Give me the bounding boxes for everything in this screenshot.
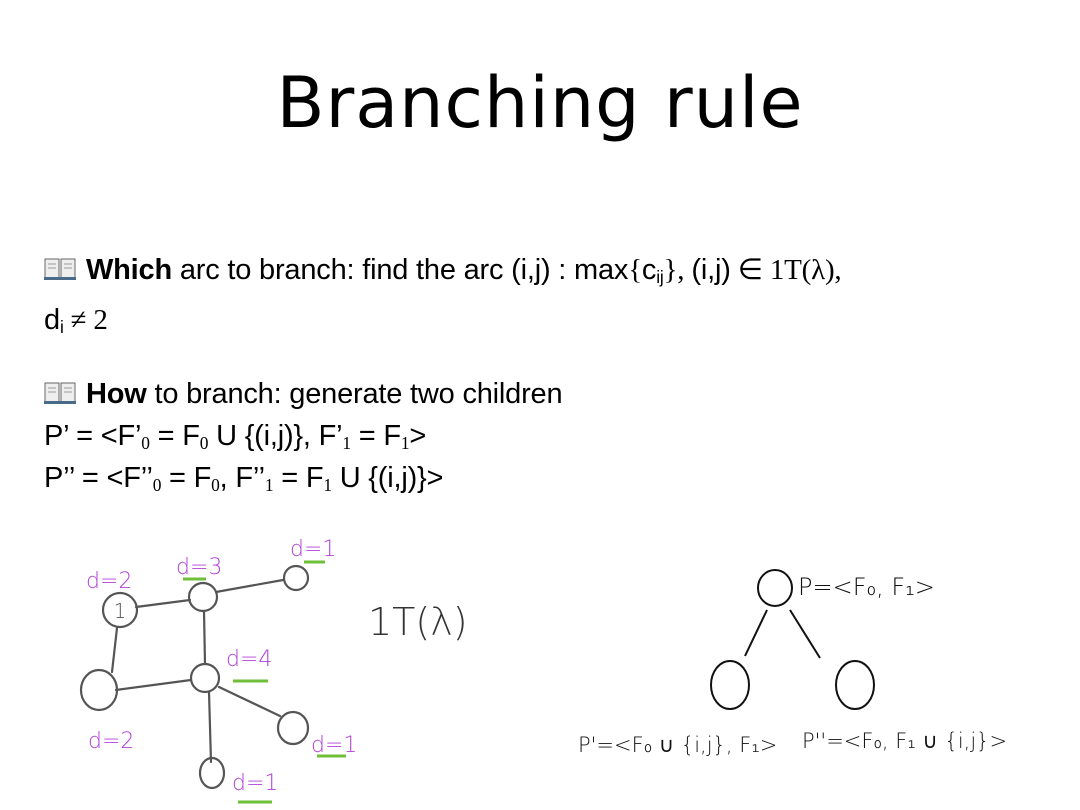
degree-label: d=2 [88, 729, 134, 754]
graph-node [189, 662, 221, 694]
text: d [44, 304, 60, 336]
tree-node-root [757, 569, 793, 607]
text: to branch: generate two children [146, 378, 563, 410]
node-label: 1 [114, 599, 127, 623]
bullet-which-line2: di ≠ 2 [44, 304, 108, 338]
text: , [677, 254, 692, 286]
graph-edge [114, 678, 193, 692]
graph-edge [214, 578, 285, 594]
graph-edge [207, 690, 213, 764]
child-p1-formula: P’ = <F’0 = F0 U {(i,j)}, F’1 = F1> [44, 420, 426, 454]
degree-label: d=1 [290, 537, 336, 562]
degree-label: d=1 [232, 771, 278, 796]
text: 1 [400, 433, 410, 453]
graph-node [276, 710, 310, 746]
bullet-how: How to branch: generate two children [44, 378, 563, 411]
degree-label: d=4 [226, 647, 272, 672]
text: 0 [211, 475, 220, 495]
text: = F [350, 420, 401, 452]
tree-edge [744, 609, 768, 657]
text: 0 [199, 433, 209, 453]
root-label: P=<F₀, F₁> [798, 573, 935, 601]
slide-title: Branching rule [276, 62, 804, 144]
text: 1 [264, 475, 274, 495]
text: U {(i,j)}, F’ [208, 420, 343, 452]
text: , F’’ [219, 462, 265, 494]
graph-node [101, 591, 139, 629]
bullet-which: Which arc to branch: find the arc (i,j) … [44, 252, 842, 288]
text: ≠ 2 [63, 304, 108, 336]
degree-labels: d=2 d=3 d=1 d=4 d=2 d=1 d=1 [86, 537, 357, 796]
graph-node [79, 668, 119, 712]
graph-node [187, 581, 219, 613]
text: = F [161, 462, 212, 494]
graph-edge [110, 626, 119, 674]
text: c [641, 254, 657, 286]
degree-label: d=1 [311, 733, 357, 758]
text: U {(i,j)}> [331, 462, 444, 494]
graph-edge [217, 685, 282, 718]
hand-sketch: 1 d=2 d=3 d=1 d=4 d=2 d=1 d=1 1T(λ) P=<F… [79, 537, 1007, 804]
text: ij [656, 267, 664, 287]
tree-node-left [710, 660, 750, 710]
child-p2-formula: P’’ = <F’’0 = F0, F’’1 = F1 U {(i,j)}> [44, 462, 443, 496]
text: ∈ 1T(λ), [730, 254, 842, 286]
text: P’ = <F’ [44, 420, 142, 452]
text: > [409, 420, 427, 452]
degree-label: d=3 [176, 555, 222, 580]
text: } [663, 254, 678, 286]
branch-tree [710, 569, 875, 710]
text: P’’ = <F’’ [44, 462, 153, 494]
text: = F [273, 462, 324, 494]
bold-which: Which [86, 254, 172, 286]
graph-edge [202, 609, 207, 666]
text: { [628, 254, 642, 286]
tree-edge [789, 609, 821, 659]
text: 0 [152, 475, 162, 495]
right-child-label: P''=<F₀, F₁ ∪ {i,j}> [802, 729, 1007, 753]
tree-node-right [835, 660, 875, 710]
one-tree-label: 1T(λ) [368, 600, 468, 644]
text: i [59, 317, 64, 337]
underlines [183, 560, 346, 804]
text: 1 [323, 475, 332, 495]
graph-edge [134, 598, 192, 609]
text: = F [149, 420, 200, 452]
degree-label: d=2 [86, 569, 132, 594]
bold-how: How [86, 378, 147, 410]
tree-labels: P=<F₀, F₁> P'=<F₀ ∪ {i,j}, F₁> P''=<F₀, … [578, 573, 1007, 757]
graph-node [282, 564, 310, 592]
open-book-icon [44, 382, 76, 404]
text: (i,j) [691, 254, 731, 286]
open-book-icon [44, 258, 76, 280]
text: 1 [342, 433, 351, 453]
text: (i,j) [511, 254, 551, 286]
graph-node [198, 756, 226, 790]
left-child-label: P'=<F₀ ∪ {i,j}, F₁> [578, 733, 777, 757]
text: arc to branch: find the arc [172, 254, 512, 286]
text: : max [550, 254, 629, 286]
one-tree-graph [79, 564, 310, 790]
text: 0 [141, 433, 150, 453]
